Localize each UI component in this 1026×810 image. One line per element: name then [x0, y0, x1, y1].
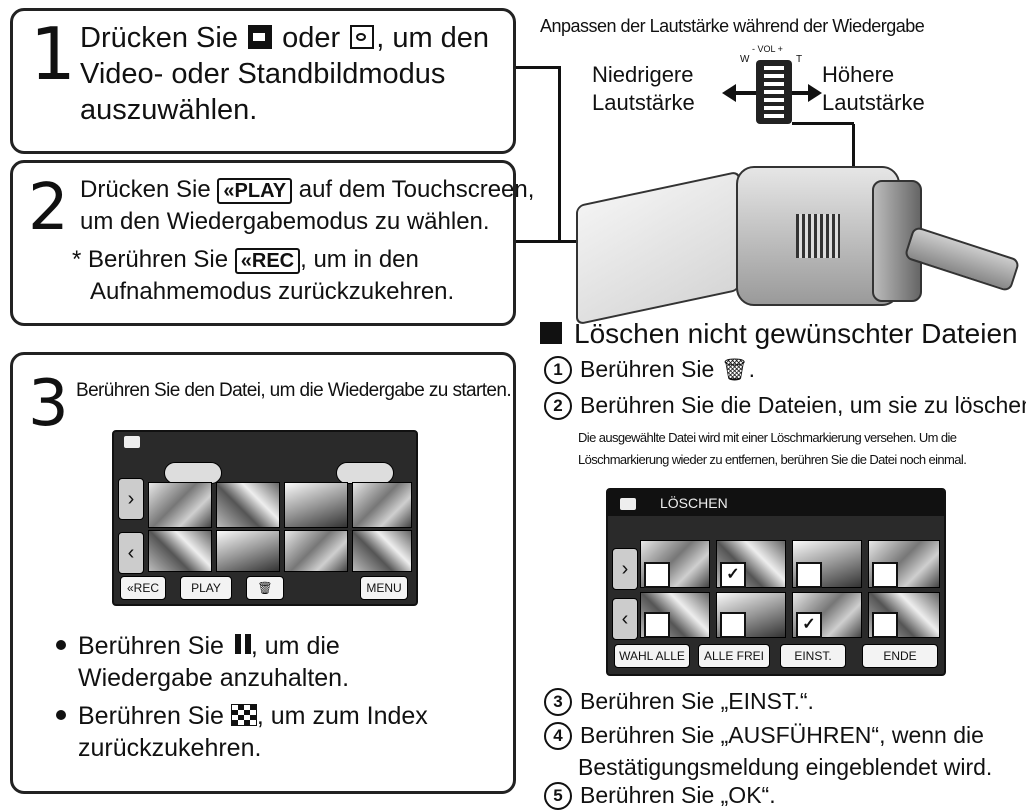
pointer-line	[792, 122, 854, 125]
prev-page-button[interactable]: ‹	[612, 598, 638, 640]
next-page-button[interactable]: ›	[118, 478, 144, 520]
play-key: «PLAY	[217, 178, 293, 204]
trash-icon: 🗑	[720, 357, 749, 382]
thumbnail[interactable]	[352, 482, 412, 528]
step1-line2: Video- oder Standbildmodus	[80, 58, 446, 90]
step2-box	[10, 160, 516, 326]
connector-line	[558, 66, 561, 242]
camcorder-illustration	[574, 150, 1024, 326]
trash-button[interactable]: 🗑	[246, 576, 284, 600]
select-checkbox[interactable]	[644, 562, 670, 588]
lcd-panel	[576, 170, 740, 326]
step2-line1: Drücken Sie «PLAY auf dem Touchscreen,	[80, 176, 535, 204]
video-mode-icon	[620, 498, 636, 510]
thumbnail[interactable]	[148, 482, 212, 528]
bullet2-line2: zurückzukehren.	[78, 734, 262, 762]
bullet-icon	[56, 710, 66, 720]
thumbnail[interactable]	[352, 530, 412, 572]
step1-number: 1	[30, 12, 76, 96]
playback-index-screen: › ‹ «REC PLAY 🗑 MENU	[112, 430, 418, 606]
step3-number: 3	[28, 367, 69, 441]
delete-step4-cont: Bestätigungsmeldung eingeblendet wird.	[578, 754, 993, 780]
connector-line	[516, 66, 560, 69]
arrow-right-icon	[808, 84, 822, 102]
rec-button[interactable]: «REC	[120, 576, 166, 600]
select-checkbox[interactable]: ✓	[796, 612, 822, 638]
pause-icon	[234, 634, 241, 654]
step1-line1: Drücken Sie oder , um den	[80, 22, 490, 54]
date-pill	[164, 462, 222, 484]
set-button[interactable]: EINST.	[780, 644, 846, 668]
next-page-button[interactable]: ›	[612, 548, 638, 590]
arrow-shaft	[792, 91, 810, 95]
select-checkbox[interactable]	[796, 562, 822, 588]
index-icon	[230, 704, 257, 726]
delete-note2: Löschmarkierung wieder zu entfernen, ber…	[578, 452, 967, 467]
connector-line	[516, 240, 628, 243]
date-pill	[336, 462, 394, 484]
bullet1-line2: Wiedergabe anzuhalten.	[78, 664, 350, 692]
arrow-left-icon	[722, 84, 736, 102]
delete-title: Löschen nicht gewünschter Dateien	[574, 318, 1018, 349]
volume-title: Anpassen der Lautstärke während der Wied…	[540, 16, 925, 36]
volume-w-label: W	[740, 54, 750, 65]
delete-note1: Die ausgewählte Datei wird mit einer Lös…	[578, 430, 957, 445]
step2-note2: Aufnahmemodus zurückzukehren.	[90, 278, 455, 305]
screen-header-bar	[608, 490, 944, 516]
select-checkbox[interactable]	[872, 562, 898, 588]
select-checkbox[interactable]: ✓	[720, 562, 746, 588]
video-mode-icon	[248, 25, 273, 49]
step3-box	[10, 352, 516, 794]
select-checkbox[interactable]	[720, 612, 746, 638]
volume-left-2: Lautstärke	[592, 90, 695, 115]
volume-right-2: Lautstärke	[822, 90, 925, 115]
end-button[interactable]: ENDE	[862, 644, 938, 668]
volume-t-label: T	[796, 54, 803, 65]
volume-left-1: Niedrigere	[592, 62, 694, 87]
select-checkbox[interactable]	[644, 612, 670, 638]
bullet2-line1: Berühren Sie , um zum Index	[56, 702, 428, 731]
step2-number: 2	[28, 171, 69, 245]
thumbnail[interactable]	[216, 482, 280, 528]
arrow-shaft	[734, 91, 756, 95]
volume-dial-label: - VOL +	[752, 44, 783, 54]
play-button[interactable]: PLAY	[180, 576, 232, 600]
thumbnail[interactable]	[284, 530, 348, 572]
volume-lever[interactable]	[756, 60, 792, 124]
prev-page-button[interactable]: ‹	[118, 532, 144, 574]
step2-line2: um den Wiedergabemodus zu wählen.	[80, 208, 490, 235]
camera-mode-icon	[350, 25, 375, 49]
pointer-line	[852, 124, 855, 184]
bullet-icon	[56, 640, 66, 650]
video-mode-icon	[124, 436, 140, 448]
thumbnail[interactable]	[148, 530, 212, 572]
step2-note1: * Berühren Sie «REC, um in den	[72, 246, 419, 274]
delete-screen-header: LÖSCHEN	[660, 495, 728, 511]
step3-text: Berühren Sie den Datei, um die Wiedergab…	[76, 380, 512, 401]
step1-line3: auszuwählen.	[80, 94, 258, 126]
bullet1-line1: Berühren Sie , um die	[56, 632, 340, 661]
volume-right-1: Höhere	[822, 62, 895, 87]
section-square-icon	[540, 322, 562, 344]
thumbnail[interactable]	[216, 530, 280, 572]
rec-key: «REC	[234, 248, 301, 274]
delete-screen: LÖSCHEN › ‹ ✓ ✓ WAHL ALLE ALLE FREI EINS…	[606, 488, 946, 676]
deselect-all-button[interactable]: ALLE FREI	[698, 644, 770, 668]
thumbnail[interactable]	[284, 482, 348, 528]
select-checkbox[interactable]	[872, 612, 898, 638]
menu-button[interactable]: MENU	[360, 576, 408, 600]
speaker-grille	[796, 214, 840, 258]
select-all-button[interactable]: WAHL ALLE	[614, 644, 690, 668]
